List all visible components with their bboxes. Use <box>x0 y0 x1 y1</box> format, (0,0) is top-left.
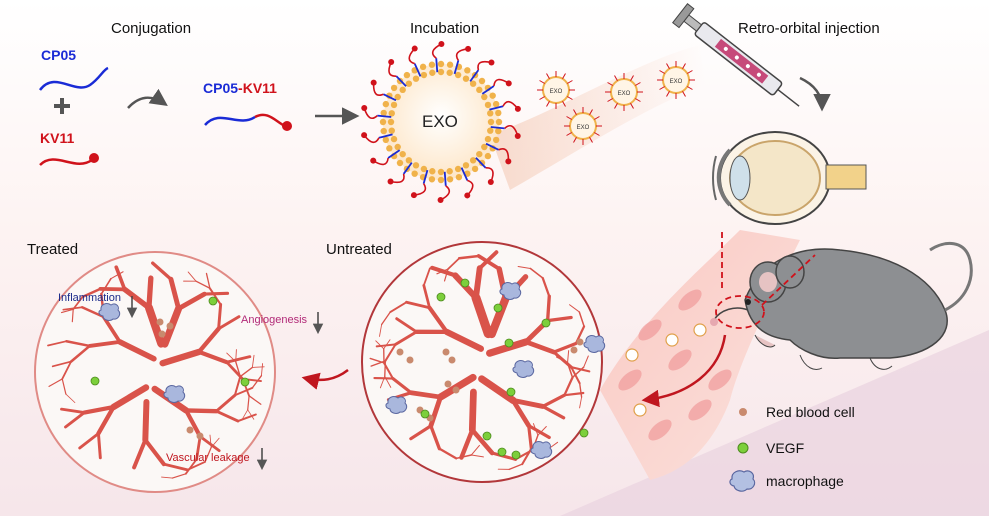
kv11-peptide <box>39 158 93 166</box>
exo-small-label: EXO <box>618 91 631 97</box>
injection-arrow <box>799 76 831 112</box>
conjugate-kv11-part <box>254 113 286 128</box>
kv11-label: KV11 <box>40 130 75 146</box>
exo-small-label: EXO <box>550 89 563 95</box>
cp05-label: CP05 <box>41 47 77 63</box>
decrease-arrows <box>126 296 324 471</box>
red-blood-cell-icon <box>739 408 747 416</box>
target-lines <box>715 232 816 329</box>
plus-icon <box>54 98 70 114</box>
vascular-leakage-label: Vascular leakage <box>166 452 250 464</box>
untreated-retina <box>361 241 606 483</box>
exosome-large <box>361 41 521 203</box>
syringe-icon <box>672 3 800 107</box>
conjugate-dash: - <box>238 80 243 96</box>
exo-small-label: EXO <box>670 79 683 85</box>
legend-rbc-label: Red blood cell <box>766 404 855 420</box>
inflammation-label: Inflammation <box>58 292 121 304</box>
section-injection: Retro-orbital injection <box>738 20 880 37</box>
kv11-head <box>89 153 99 163</box>
exo-core-label: EXO <box>422 112 458 131</box>
vegf-icon <box>737 442 749 454</box>
section-treated: Treated <box>27 241 79 258</box>
conjugate-kv11-text: KV11 <box>242 80 277 96</box>
macrophage-icon <box>729 470 756 492</box>
cp05-peptide <box>39 66 109 91</box>
conjugate-cp05-text: CP05 <box>203 80 239 96</box>
legend-vegf-label: VEGF <box>766 440 805 456</box>
exosomes-small: EXO EXO EXO EXO <box>537 61 695 145</box>
legend-macrophage-label: macrophage <box>766 473 844 489</box>
exo-small-label: EXO <box>577 125 590 131</box>
conjugation-arrow <box>127 88 168 109</box>
conjugate-label: CP05-KV11 <box>203 80 277 96</box>
section-untreated: Untreated <box>326 241 392 258</box>
section-conjugation: Conjugation <box>111 20 192 37</box>
mouse-icon <box>710 241 973 370</box>
treated-retina <box>34 251 276 493</box>
to-retina-arrow <box>641 334 727 408</box>
conjugate-head <box>282 121 292 131</box>
angiogenesis-label: Angiogenesis <box>241 314 308 326</box>
treatment-arrow <box>301 369 349 390</box>
section-incubation: Incubation <box>410 20 480 37</box>
vessel-cells <box>618 289 732 441</box>
conjugate-cp05-part <box>204 115 256 126</box>
eye-icon <box>712 131 867 225</box>
